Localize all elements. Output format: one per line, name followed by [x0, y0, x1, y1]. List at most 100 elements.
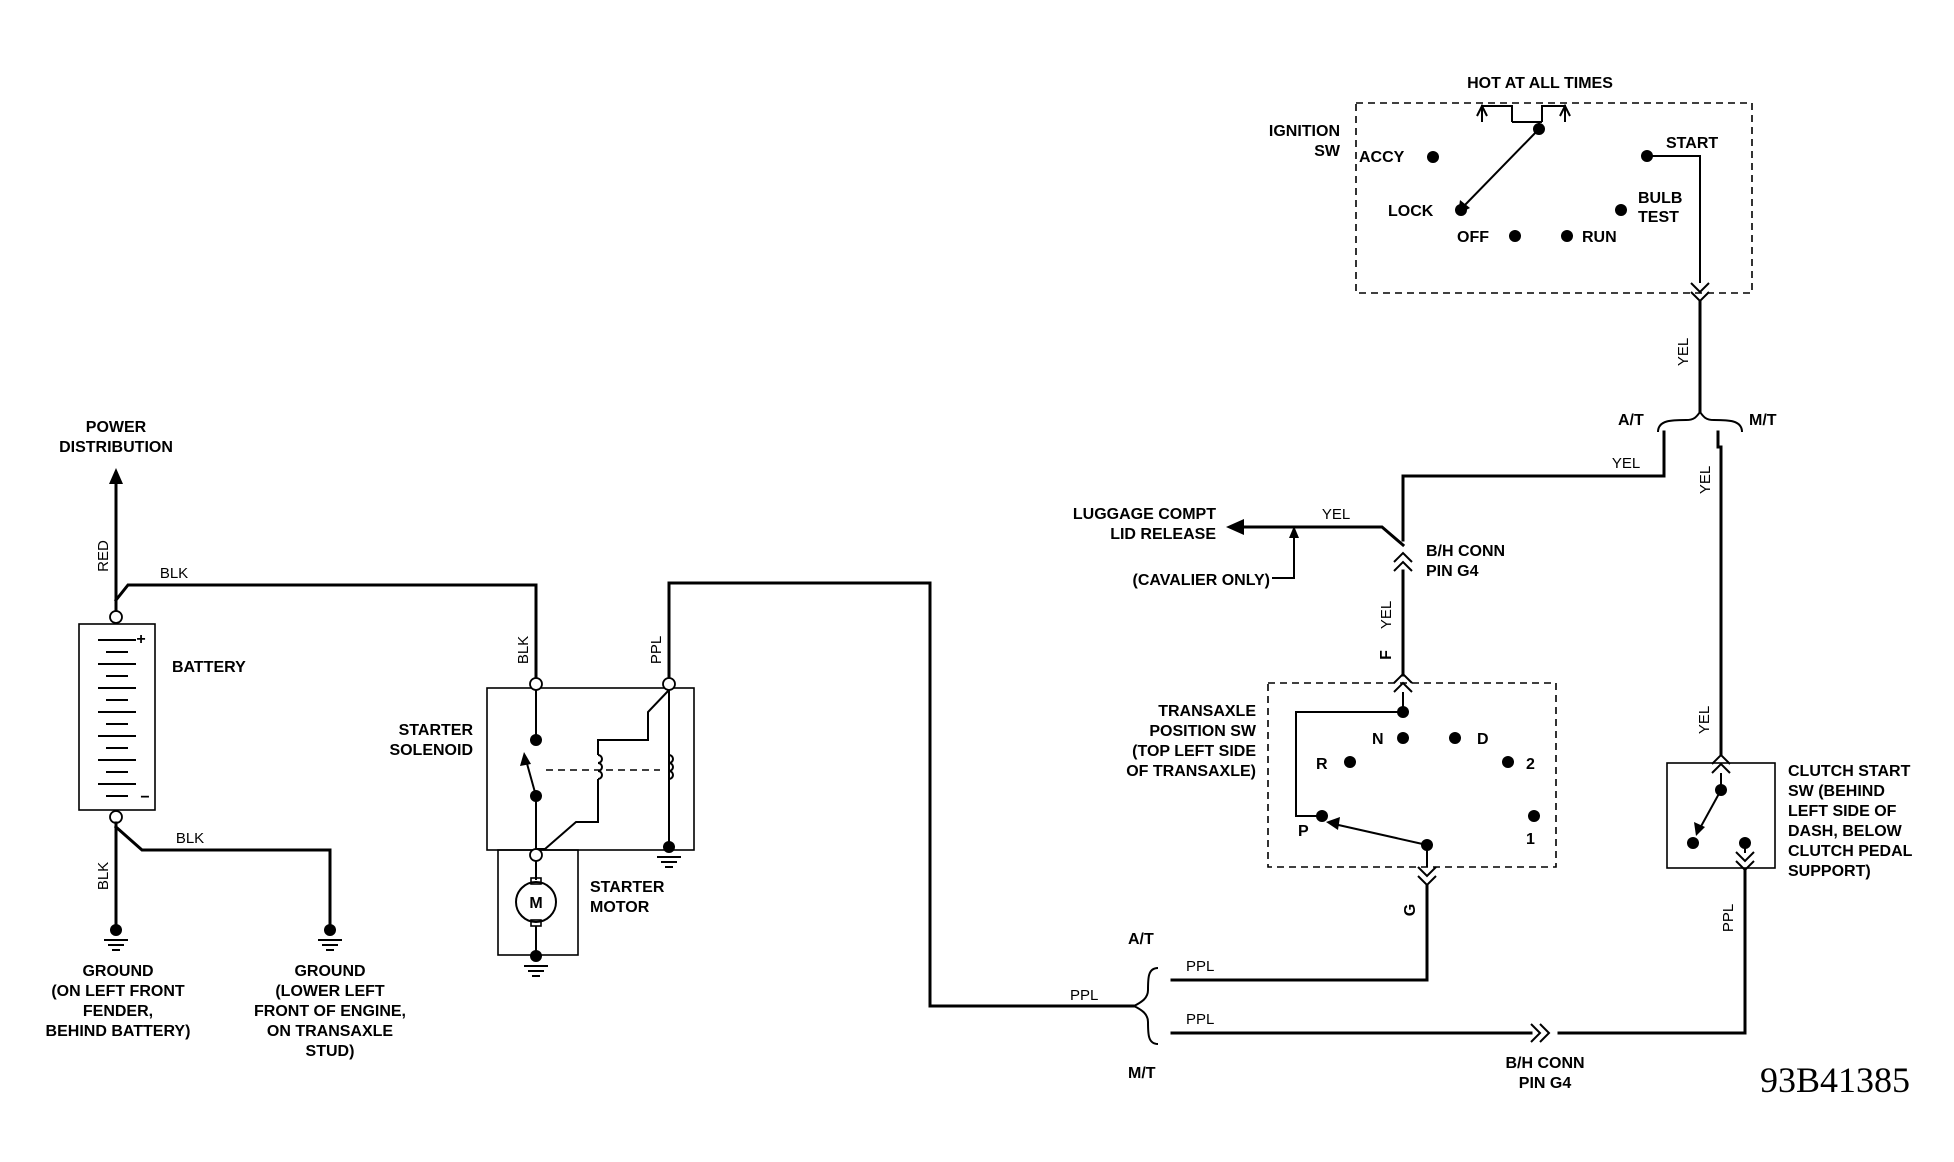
start-contact-lead: [1647, 155, 1701, 283]
luggage-arrow: [1226, 519, 1244, 535]
starter-motor-label-1: STARTER: [590, 879, 665, 896]
top-option-brace: [1657, 410, 1743, 433]
blk-wire-ground-2: [113, 824, 332, 932]
battery-label: BATTERY: [172, 659, 246, 676]
ground-2-label-4: ON TRANSAXLE: [267, 1023, 394, 1040]
gear-n-contact: [1397, 732, 1409, 744]
bh-conn-top-label-2: PIN G4: [1426, 563, 1479, 580]
pin-g-label: G: [1402, 904, 1419, 916]
bottom-option-brace: [1131, 967, 1159, 1045]
gear-n-label: N: [1372, 731, 1384, 748]
at-bottom-label: A/T: [1128, 931, 1154, 948]
clutch-contact-left: [1687, 837, 1699, 849]
battery-positive-terminal: [109, 610, 123, 624]
gear-d-label: D: [1477, 731, 1489, 748]
ignition-connector: [1690, 282, 1710, 303]
transaxle-park-lead: [1295, 711, 1403, 817]
battery-minus-sign: −: [140, 789, 149, 806]
pull-in-coil: [597, 754, 603, 780]
gear-p-contact: [1316, 810, 1328, 822]
hot-at-all-times-label: HOT AT ALL TIMES: [1467, 75, 1613, 92]
blk-wire-label-2: BLK: [95, 862, 112, 890]
starter-solenoid: BLK PPL STARTER SOLENOID: [389, 636, 695, 868]
transaxle-connector-g: [1417, 866, 1437, 887]
cavalier-leader: [1272, 530, 1295, 579]
hold-in-coil: [668, 754, 674, 780]
run-label: RUN: [1582, 229, 1617, 246]
clutch-start-switch: CLUTCH START SW (BEHIND LEFT SIDE OF DAS…: [1666, 762, 1913, 880]
red-wire-label: RED: [95, 540, 112, 572]
gear-2-label: 2: [1526, 756, 1535, 773]
motor-ground-point: [530, 950, 542, 962]
ppl-wire-label-main: PPL: [1070, 987, 1098, 1004]
at-top-label: A/T: [1618, 412, 1644, 429]
ppl-wire-main: [667, 581, 1136, 1008]
transaxle-switch-box: [1267, 682, 1557, 868]
yel-wire-label-2: YEL: [1612, 455, 1640, 472]
ground-1-label-3: FENDER,: [83, 1003, 153, 1020]
mt-top-label: M/T: [1749, 412, 1777, 429]
clutch-label-6: SUPPORT): [1788, 863, 1871, 880]
off-contact: [1509, 230, 1521, 242]
gear-d-contact: [1449, 732, 1461, 744]
luggage-label-2: LID RELEASE: [1110, 526, 1216, 543]
lock-contact: [1455, 204, 1467, 216]
ground-2-label-2: (LOWER LEFT: [275, 983, 385, 1000]
motor-symbol-circle: [515, 881, 557, 923]
clutch-connector-top: [1711, 753, 1731, 774]
ignition-switch: HOT AT ALL TIMES IGNITION SW ACCY LOCK O…: [1269, 75, 1753, 303]
yel-wire-mt-branch: [1716, 430, 1723, 757]
solenoid-s-terminal: [662, 677, 676, 691]
gear-1-contact: [1528, 810, 1540, 822]
yel-wire-label-4: YEL: [1378, 601, 1395, 629]
power-distribution-label-1: POWER: [86, 419, 147, 436]
ground-1-label-2: (ON LEFT FRONT: [51, 983, 185, 1000]
solenoid-contact-top: [530, 734, 542, 746]
off-label: OFF: [1457, 229, 1489, 246]
transaxle-label-2: POSITION SW: [1149, 723, 1257, 740]
power-distribution-arrow: [109, 468, 123, 484]
bh-conn-top-label-1: B/H CONN: [1426, 543, 1505, 560]
solenoid-plunger: [525, 759, 537, 797]
clutch-label-2: SW (BEHIND: [1788, 783, 1885, 800]
clutch-contact-arm: [1698, 789, 1722, 831]
blk-wire-label-3: BLK: [176, 830, 204, 847]
power-distribution-label-2: DISTRIBUTION: [59, 439, 173, 456]
blk-wire-battery-pos: [113, 583, 538, 683]
motor-symbol-letter: M: [529, 895, 542, 912]
starter-motor: M STARTER MOTOR: [497, 848, 665, 977]
transaxle-contact-arm: [1333, 823, 1428, 846]
blk-wire-label-1: BLK: [160, 565, 188, 582]
gear-r-label: R: [1316, 756, 1328, 773]
gear-p-label: P: [1298, 823, 1309, 840]
ground-1-label-1: GROUND: [82, 963, 153, 980]
battery-cells: [98, 639, 136, 797]
pull-in-coil-lead: [597, 689, 670, 755]
ignition-sw-label-1: IGNITION: [1269, 123, 1340, 140]
yel-wire-luggage: [1236, 525, 1406, 548]
clutch-label-5: CLUTCH PEDAL: [1788, 843, 1913, 860]
bh-conn-bottom-symbol: [1530, 1023, 1551, 1043]
bulb-test-label-1: BULB: [1638, 190, 1682, 207]
ground-2-label-1: GROUND: [294, 963, 365, 980]
pull-in-coil-return: [536, 779, 599, 850]
gear-2-contact: [1502, 756, 1514, 768]
hot-feed-bracket: [1481, 105, 1566, 123]
bulb-test-contact: [1615, 204, 1627, 216]
ppl-wire-label-at: PPL: [1186, 958, 1214, 975]
ground-symbol-2: [318, 924, 342, 951]
gear-r-contact: [1344, 756, 1356, 768]
yel-wire-label-6: YEL: [1696, 706, 1713, 734]
hot-feed-arrows: [1476, 103, 1571, 117]
gear-1-label: 1: [1526, 831, 1535, 848]
solenoid-box: [486, 687, 695, 851]
ground-1-label-4: BEHIND BATTERY): [46, 1023, 191, 1040]
ground-symbol-1: [104, 924, 128, 951]
diagram-code: 93B41385: [1760, 1060, 1910, 1100]
mt-bottom-label: M/T: [1128, 1065, 1156, 1082]
battery-negative-terminal: [109, 810, 123, 824]
battery-case: [78, 623, 156, 811]
battery-plus-sign: +: [136, 631, 145, 648]
